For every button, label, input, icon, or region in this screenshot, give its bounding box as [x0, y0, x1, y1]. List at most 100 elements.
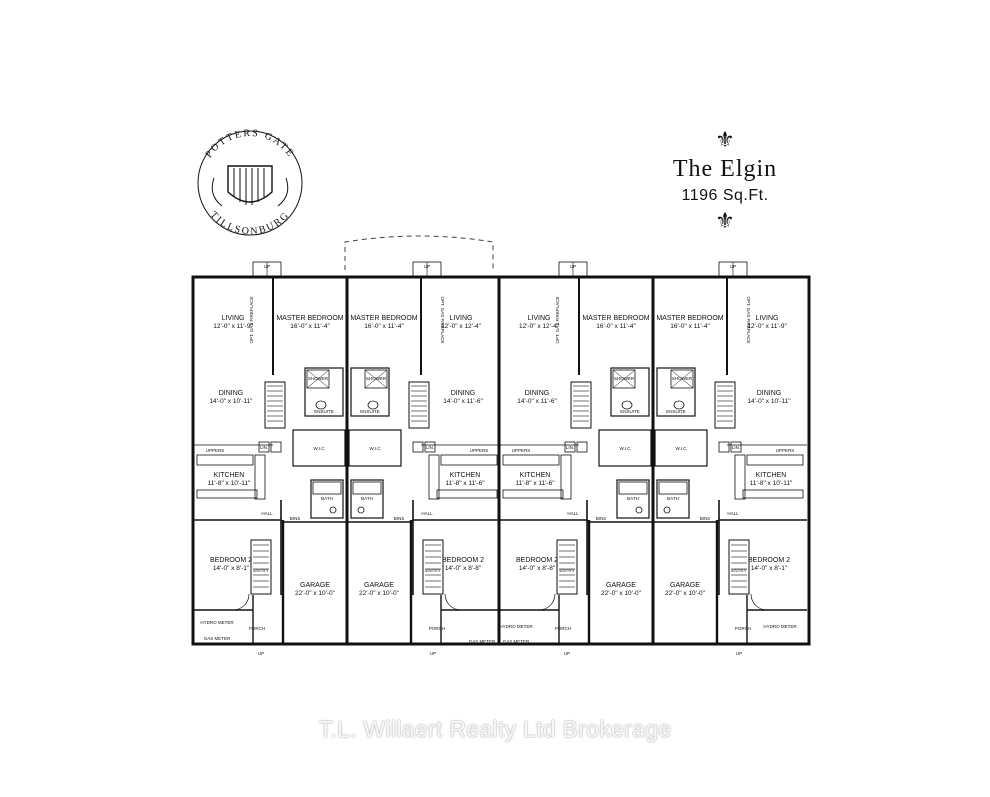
bath-label: BATH — [667, 496, 679, 501]
shower-label: SHOWER — [614, 376, 635, 381]
linen-closet — [270, 441, 282, 453]
kitchen-counter — [196, 454, 254, 466]
gas-fireplace-label: OPT. GAS FIREPLACE — [746, 296, 751, 343]
up-arrow-label: UP — [570, 264, 576, 269]
porch-label: PORCH — [429, 626, 445, 631]
walk-in-closet — [348, 429, 402, 467]
bins-label: BINS — [596, 516, 607, 521]
ensuite-label: ENSUITE — [620, 409, 640, 414]
master-bedroom-dimensions: 16'-0" x 11'-4" — [290, 323, 330, 330]
kitchen-counter — [196, 489, 258, 499]
bedroom-2-label: BEDROOM 2 — [516, 557, 558, 564]
linen-label: LIN. — [426, 445, 434, 450]
kitchen-counter — [440, 454, 498, 466]
ensuite-room — [610, 367, 650, 417]
living-room-dimensions: 12'-0" x 12'-4" — [441, 323, 482, 330]
toilet-fixture — [635, 506, 643, 514]
shower-stall — [670, 369, 694, 389]
gas-meter-label: GAS METER — [204, 636, 231, 641]
bath-label: BATH — [361, 496, 373, 501]
kitchen-label: KITCHEN — [214, 472, 245, 479]
master-bedroom-label: MASTER BEDROOM — [656, 315, 723, 322]
sink-fixture — [315, 400, 327, 410]
linen-label: LIN. — [260, 445, 268, 450]
ensuite-room — [350, 367, 390, 417]
garage-dimensions: 22'-0" x 10'-0" — [359, 590, 400, 597]
bathtub — [352, 481, 382, 495]
entry-door-swing — [232, 593, 250, 611]
fleur-de-lis-top-icon: ⚜ — [715, 128, 735, 153]
logo-arc-top-text: POTTERS GATE — [203, 128, 296, 160]
walk-in-closet-label: W.I.C — [620, 446, 632, 451]
logo-arc-bottom-text: TILLSONBURG — [208, 209, 292, 237]
kitchen-counter — [746, 454, 804, 466]
bedroom-2-label: BEDROOM 2 — [210, 557, 252, 564]
shower-stall — [306, 369, 330, 389]
garage-label: GARAGE — [606, 582, 636, 589]
plan-square-footage: 1196 Sq.Ft. — [681, 187, 769, 204]
shower-stall — [612, 369, 636, 389]
entry-stair — [556, 539, 578, 595]
master-bedroom-label: MASTER BEDROOM — [582, 315, 649, 322]
shower-diagonal — [670, 369, 694, 389]
kitchen-dimensions: 11'-8" x 10'-11" — [208, 480, 251, 487]
dining-room-dimensions: 14'-0" x 11'-6" — [443, 398, 483, 405]
linen-closet — [412, 441, 424, 453]
kitchen-island — [254, 454, 266, 500]
shower-diagonal — [612, 369, 636, 389]
kitchen-dimensions: 11'-8" x 11'-6" — [445, 480, 485, 487]
entry-label: ENTRY — [731, 568, 746, 573]
uppers-label: UPPERS — [776, 448, 795, 453]
living-room-dimensions: 12'-0" x 11'-9" — [213, 323, 253, 330]
master-bedroom-label: MASTER BEDROOM — [276, 315, 343, 322]
kitchen-label: KITCHEN — [450, 472, 481, 479]
up-arrow-label: UP — [564, 651, 570, 656]
sink-fixture — [621, 400, 633, 410]
bedroom-2-dimensions: 14'-0" x 8'-8" — [445, 565, 482, 572]
kitchen-dimensions: 11'-8" x 11'-6" — [515, 480, 555, 487]
potters-gate-logo: POTTERS GATE TILLSONBURG — [197, 128, 303, 237]
living-room-label: LIVING — [756, 315, 779, 322]
linen-closet — [564, 441, 576, 453]
shower-diagonal — [306, 369, 330, 389]
dining-room-dimensions: 14'-0" x 10'-11" — [747, 398, 791, 405]
entry-door-swing — [444, 593, 462, 611]
up-arrow-label: UP — [430, 651, 436, 656]
entry-door-swing — [750, 593, 768, 611]
kitchen-counter — [436, 489, 498, 499]
bath-label: BATH — [321, 496, 333, 501]
kitchen-label: KITCHEN — [520, 472, 551, 479]
bedroom-2-label: BEDROOM 2 — [748, 557, 790, 564]
bathtub — [312, 481, 342, 495]
up-arrow-label: UP — [736, 651, 742, 656]
porch-label: PORCH — [555, 626, 571, 631]
entry-stair — [728, 539, 750, 595]
linen-label: LIN. — [566, 445, 574, 450]
ensuite-label: ENSUITE — [314, 409, 334, 414]
plan-title: The Elgin — [672, 156, 778, 182]
porch-label: PORCH — [249, 626, 265, 631]
brokerage-watermark: T.L. Willaert Realty Ltd Brokerage — [318, 716, 672, 742]
garage-dimensions: 22'-0" x 10'-0" — [295, 590, 336, 597]
gas-meter-label: GAS METER — [469, 639, 496, 644]
walk-in-closet-label: W.I.C — [676, 446, 688, 451]
sink-fixture — [673, 400, 685, 410]
toilet-fixture — [357, 506, 365, 514]
walk-in-closet-label: W.I.C — [370, 446, 382, 451]
linen-closet — [424, 441, 436, 453]
dining-room-label: DINING — [757, 390, 782, 397]
linen-label: LIN. — [732, 445, 740, 450]
ensuite-room — [304, 367, 344, 417]
walk-in-closet-label: W.I.C — [314, 446, 326, 451]
gas-fireplace-label: OPT. GAS FIREPLACE — [555, 296, 560, 343]
dining-room-label: DINING — [451, 390, 476, 397]
walk-in-closet — [598, 429, 652, 467]
master-bedroom-label: MASTER BEDROOM — [350, 315, 417, 322]
hall-label: HALL — [261, 511, 273, 516]
kitchen-island — [428, 454, 440, 500]
walk-in-closet — [292, 429, 346, 467]
stair-well — [408, 381, 430, 429]
shower-label: SHOWER — [672, 376, 693, 381]
